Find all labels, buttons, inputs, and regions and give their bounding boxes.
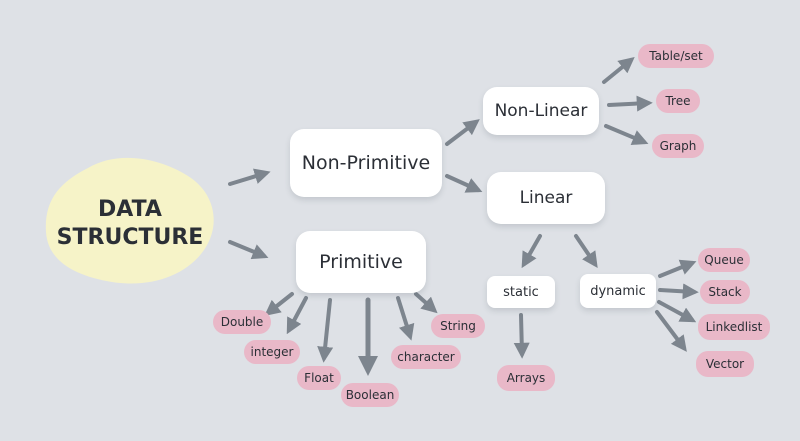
arrow-dynamic-queue — [658, 259, 697, 278]
arrow-nonlinear-graph — [604, 124, 649, 146]
leaf-label: integer — [250, 345, 294, 359]
leaf-label: Stack — [708, 285, 742, 299]
static-label: static — [503, 284, 539, 300]
arrow-primitive-integer — [286, 296, 308, 335]
leaf-arrays: Arrays — [497, 365, 555, 391]
leaf-label: String — [440, 319, 476, 333]
leaf-graph: Graph — [652, 134, 704, 158]
leaf-character: character — [391, 345, 461, 369]
leaf-label: Graph — [659, 139, 697, 153]
leaf-integer: integer — [244, 340, 300, 364]
root-node: DATA STRUCTURE — [52, 182, 208, 266]
arrow-root-nonprimitive — [228, 168, 271, 186]
root-blob — [45, 157, 214, 284]
arrow-static-arrays — [513, 313, 530, 359]
arrow-root-primitive — [228, 240, 269, 260]
node-non-linear: Non-Linear — [483, 87, 599, 135]
arrow-nonprimitive-nonlinear — [445, 119, 480, 146]
arrow-primitive-double — [264, 292, 294, 316]
non-linear-label: Non-Linear — [494, 101, 588, 121]
leaf-label: Table/set — [649, 49, 703, 63]
leaf-label: Vector — [705, 357, 745, 371]
node-linear: Linear — [487, 172, 605, 224]
arrow-primitive-float — [317, 298, 334, 363]
leaf-label: Queue — [704, 253, 744, 267]
leaf-label: Boolean — [345, 388, 395, 402]
leaf-linkedlist: Linkedlist — [698, 314, 770, 340]
node-static: static — [487, 276, 555, 308]
leaf-queue: Queue — [698, 248, 750, 272]
node-primitive: Primitive — [296, 231, 426, 293]
arrow-linear-static — [521, 234, 542, 269]
leaf-stack: Stack — [700, 280, 750, 304]
non-primitive-label: Non-Primitive — [301, 152, 431, 174]
leaf-label: Float — [304, 371, 334, 385]
linear-label: Linear — [519, 188, 573, 208]
leaf-table-set: Table/set — [638, 44, 714, 68]
arrow-primitive-character — [396, 296, 415, 341]
arrow-nonprimitive-linear — [445, 174, 483, 193]
arrow-nonlinear-tableset — [602, 56, 635, 84]
leaf-label: Linkedlist — [705, 320, 763, 334]
root-label-line1: DATA — [98, 197, 162, 222]
primitive-label: Primitive — [319, 251, 403, 273]
leaf-vector: Vector — [696, 351, 754, 377]
dynamic-label: dynamic — [590, 283, 646, 299]
leaf-boolean: Boolean — [341, 383, 399, 407]
arrow-dynamic-vector — [655, 310, 687, 352]
node-non-primitive: Non-Primitive — [290, 129, 442, 197]
arrow-dynamic-stack — [658, 283, 699, 300]
arrow-primitive-string — [414, 292, 438, 314]
leaf-tree: Tree — [656, 89, 700, 113]
leaf-label: Arrays — [506, 371, 546, 385]
leaf-float: Float — [297, 366, 341, 390]
leaf-label: character — [397, 350, 455, 364]
leaf-label: Tree — [665, 94, 691, 108]
root-label-line2: STRUCTURE — [56, 225, 204, 250]
arrow-linear-dynamic — [574, 234, 598, 268]
arrow-dynamic-linkedlist — [657, 300, 697, 323]
leaf-double: Double — [213, 310, 271, 334]
node-dynamic: dynamic — [580, 274, 656, 308]
arrow-nonlinear-tree — [607, 95, 653, 112]
leaf-label: Double — [220, 315, 264, 329]
leaf-string: String — [431, 314, 485, 338]
